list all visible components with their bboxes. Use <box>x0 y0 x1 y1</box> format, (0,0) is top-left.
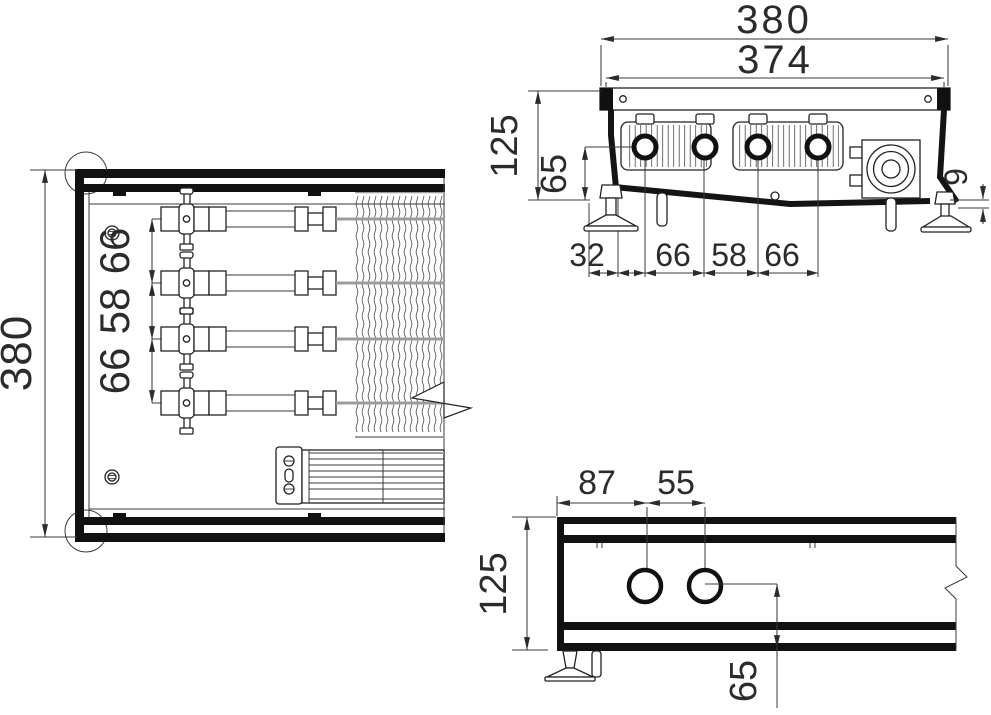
dim-label: 32 <box>569 237 605 273</box>
dim-side-pipe-axis: 65 <box>705 583 780 708</box>
section-pipes <box>631 133 832 161</box>
break-symbol <box>944 517 968 651</box>
dim-label: 66 <box>764 237 800 273</box>
dim-label: 380 <box>0 315 41 391</box>
dim-side-end-to-pipe: 87 <box>556 464 648 516</box>
dim-section-pipe-axis: 65 <box>533 146 588 201</box>
side-foot <box>544 650 602 682</box>
dim-section-height: 125 <box>484 90 601 201</box>
dim-label: 87 <box>578 464 616 502</box>
dim-label: 66 <box>655 237 691 273</box>
break-symbol <box>410 381 474 419</box>
dim-label: 9 <box>938 168 974 186</box>
section-lid <box>599 87 951 111</box>
plan-view: 380 66 58 66 <box>0 151 474 553</box>
side-body <box>557 517 968 651</box>
side-view: 87 55 125 65 <box>473 464 968 708</box>
dim-label: 380 <box>736 0 812 42</box>
section-fan-motor <box>849 139 921 199</box>
dim-section-clearance: 9 <box>938 168 989 224</box>
dim-plan-depth: 380 <box>0 169 77 538</box>
dim-section-overall: 380 <box>600 0 949 86</box>
dim-label: 58 <box>711 237 747 273</box>
section-feet <box>583 184 972 233</box>
dim-label: 374 <box>737 38 813 82</box>
dim-label: 55 <box>657 464 695 502</box>
dim-label: 66 <box>91 348 138 395</box>
section-view: 380 374 125 65 9 <box>484 0 989 277</box>
fan-assembly <box>275 446 445 505</box>
dim-label: 125 <box>484 114 526 177</box>
dim-label: 58 <box>91 288 138 335</box>
dim-side-pipe-spacing: 55 <box>646 464 706 506</box>
section-cut-circle <box>64 509 108 553</box>
dim-label: 65 <box>533 154 574 194</box>
dim-section-pipe-chain: 32 66 58 66 <box>569 237 818 277</box>
dim-label: 65 <box>723 660 765 702</box>
drain-hole <box>770 191 780 201</box>
dim-label: 125 <box>473 552 515 615</box>
dim-side-height: 125 <box>473 516 556 651</box>
screw-head-icon <box>104 469 120 485</box>
side-pipes <box>626 567 724 605</box>
dim-valve-spacing: 66 58 66 <box>91 218 155 404</box>
dim-label: 66 <box>91 228 138 275</box>
dim-section-lid: 374 <box>605 38 945 87</box>
